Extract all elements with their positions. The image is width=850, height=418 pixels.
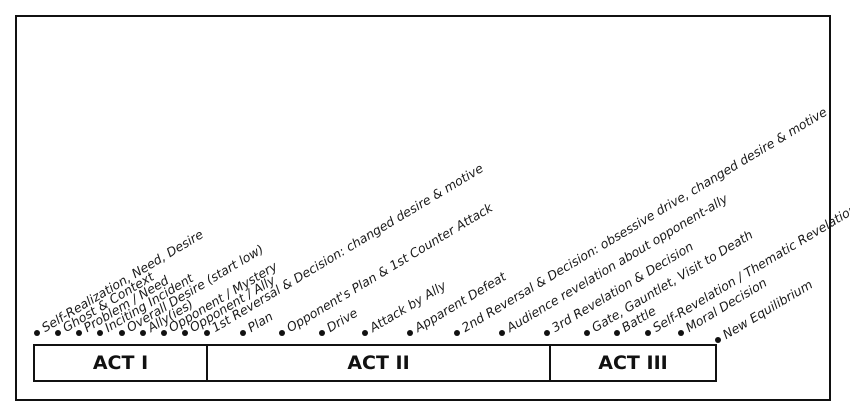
beat-dot bbox=[182, 330, 188, 336]
diagram-frame bbox=[15, 15, 831, 401]
beat-dot bbox=[584, 330, 590, 336]
act-two: ACT II bbox=[206, 346, 549, 380]
beat-dot bbox=[645, 330, 651, 336]
beat-dot bbox=[34, 330, 40, 336]
beat-dot bbox=[454, 330, 460, 336]
beat-dot bbox=[614, 330, 620, 336]
beat-dot bbox=[279, 330, 285, 336]
beat-dot bbox=[140, 330, 146, 336]
beat-dot bbox=[55, 330, 61, 336]
beat-dot bbox=[678, 330, 684, 336]
beat-dot bbox=[715, 337, 721, 343]
beat-dot bbox=[240, 330, 246, 336]
beat-dot bbox=[161, 330, 167, 336]
beat-dot bbox=[407, 330, 413, 336]
beat-dot bbox=[97, 330, 103, 336]
beat-dot bbox=[362, 330, 368, 336]
beat-dot bbox=[544, 330, 550, 336]
beat-dot bbox=[319, 330, 325, 336]
beat-dot bbox=[499, 330, 505, 336]
acts-bar: ACT I ACT II ACT III bbox=[33, 344, 717, 382]
beat-dot bbox=[76, 330, 82, 336]
beat-dot bbox=[204, 330, 210, 336]
act-one: ACT I bbox=[92, 352, 149, 374]
act-three: ACT III bbox=[549, 346, 715, 380]
beat-dot bbox=[119, 330, 125, 336]
